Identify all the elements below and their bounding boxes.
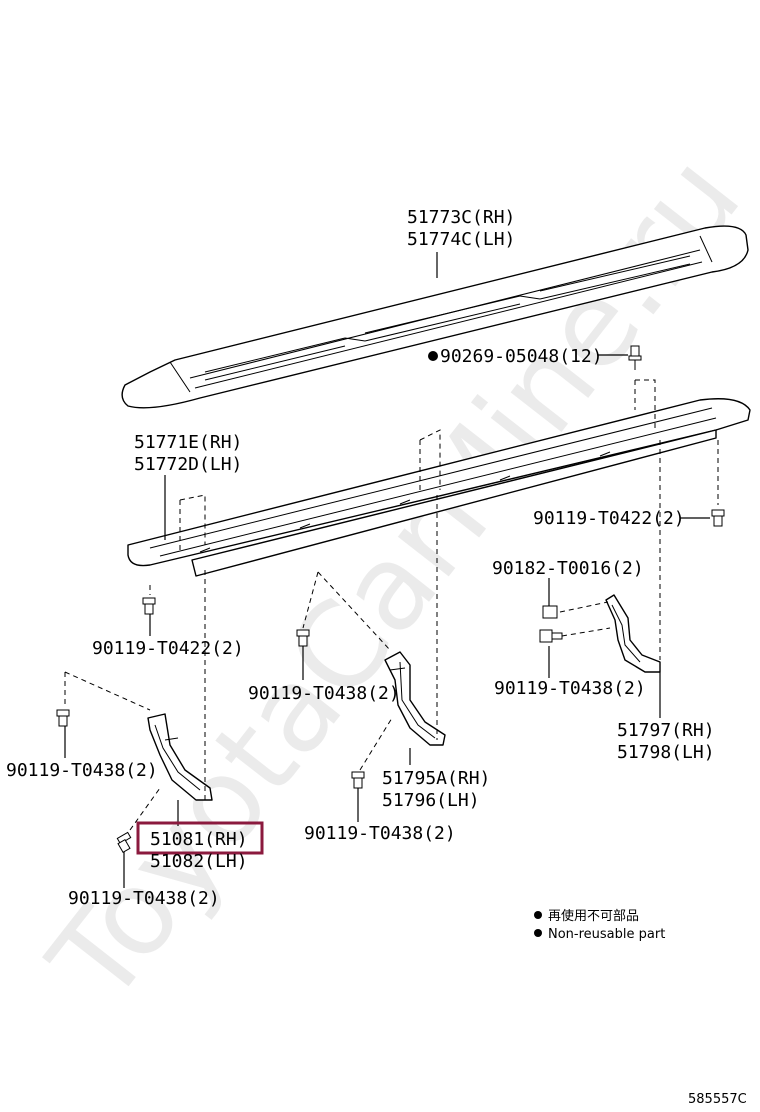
label-bracket-front-rh[interactable]: 51081(RH) [150,829,248,850]
bolt-icon [56,709,70,727]
label-bracket-center-lh: 51796(LH) [382,790,480,811]
step-cover-part[interactable] [121,225,749,409]
label-bolt-right-upper: 90119-T0422(2) [533,508,685,529]
assembly-lines [64,379,719,831]
rear-bracket-part[interactable] [605,594,661,673]
label-clip: 90269-05048(12) [440,346,603,367]
bolt-icon [351,771,365,789]
non-reusable-marker-icon [534,911,542,919]
bolt-icon [711,509,725,527]
highlight-box [136,821,264,855]
legend-english: Non-reusable part [548,927,665,942]
label-bracket-rear-lh: 51798(LH) [617,742,715,763]
bolt-icon [628,345,642,370]
label-step-lh: 51772D(LH) [134,454,242,475]
center-bracket-part[interactable] [384,651,446,746]
non-reusable-marker-icon [534,929,542,937]
running-board-part[interactable] [127,398,751,577]
label-bracket-front-lh: 51082(LH) [150,851,248,872]
label-bolt-front-left: 90119-T0438(2) [6,760,158,781]
label-bolt-front-lower: 90119-T0438(2) [68,888,220,909]
bolt-icon [116,831,132,854]
legend: 再使用不可部品 Non-reusable part [534,908,665,942]
bolt-icon [142,597,156,615]
label-step-cover-lh: 51774C(LH) [407,229,515,250]
label-bolt-center-lower: 90119-T0438(2) [304,823,456,844]
label-bolt-center: 90119-T0438(2) [248,683,400,704]
bolt-icon [296,629,310,647]
label-bracket-center-rh: 51795A(RH) [382,768,490,789]
nut-icon [542,605,558,619]
bolt-icon [539,629,563,643]
label-step-rh: 51771E(RH) [134,432,242,453]
label-nut-right: 90182-T0016(2) [492,558,644,579]
front-bracket-part[interactable] [147,713,213,801]
label-bolt-left-upper: 90119-T0422(2) [92,638,244,659]
non-reusable-marker-icon [428,351,438,361]
label-step-cover-rh: 51773C(RH) [407,207,515,228]
label-bolt-right-lower: 90119-T0438(2) [494,678,646,699]
label-bracket-rear-rh: 51797(RH) [617,720,715,741]
drawing-code: 585557C [688,1092,747,1107]
legend-chinese: 再使用不可部品 [548,908,639,924]
